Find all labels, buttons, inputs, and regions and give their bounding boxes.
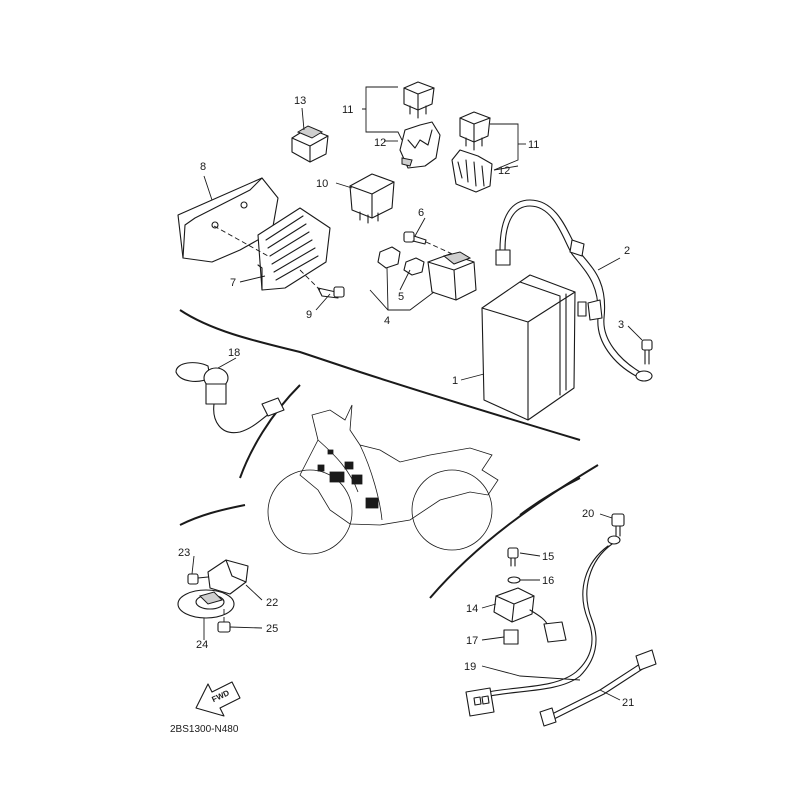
callout-7: 7 [230, 277, 236, 289]
diagram-code: 2BS1300-N480 [170, 724, 239, 735]
part-11-relay-b [459, 111, 491, 151]
callout-15: 15 [542, 551, 554, 563]
part-25-nut [217, 621, 231, 633]
callout-5: 5 [398, 291, 404, 303]
part-11-relay-a [403, 81, 435, 119]
callout-11a: 11 [342, 104, 353, 116]
callout-25: 25 [266, 623, 278, 635]
part-9-bolt [299, 269, 345, 299]
left-middle-divider [239, 384, 301, 479]
bike-body [299, 404, 499, 526]
callout-9: 9 [306, 309, 312, 321]
motorcycle-outline [267, 404, 499, 555]
callout-19: 19 [464, 661, 476, 673]
callout-17: 17 [466, 635, 478, 647]
part-15-screw [507, 547, 519, 559]
lower-left-divider [179, 504, 246, 526]
part-13-relay [291, 125, 329, 163]
part-12-relay-holder-b [451, 149, 493, 193]
part-14-17-sensor [493, 547, 567, 645]
callout-14: 14 [466, 603, 478, 615]
callout-16: 16 [542, 575, 554, 587]
part-22-25-horn [177, 559, 249, 633]
bike-fairing [317, 439, 383, 521]
right-middle-divider [519, 477, 581, 516]
bike-part-marker-4 [351, 474, 363, 485]
callout-11b: 11 [528, 139, 539, 151]
callout-23: 23 [178, 547, 190, 559]
bike-part-marker-6 [327, 449, 334, 455]
part-3-bolt [641, 339, 653, 365]
bike-part-marker-2 [329, 471, 345, 483]
callout-13: 13 [294, 95, 306, 107]
callout-10: 10 [316, 178, 328, 190]
callout-1: 1 [452, 375, 458, 387]
part-21-lead [539, 649, 657, 727]
part-20-bolt [607, 513, 625, 545]
callout-12b: 12 [498, 165, 510, 177]
callout-6: 6 [418, 207, 424, 219]
upper-divider [179, 309, 581, 441]
bike-part-marker-3 [344, 461, 354, 470]
callout-2: 2 [624, 245, 630, 257]
part-10-relay [349, 173, 395, 224]
part-19-harness [465, 543, 613, 717]
callout-12a: 12 [374, 137, 386, 149]
callouts: 1 2 3 4 5 6 7 8 9 10 11 11 12 12 13 14 1… [178, 95, 634, 709]
part-23-bolt [187, 573, 199, 585]
part-6-screw [403, 231, 471, 263]
part-16-washer [507, 576, 521, 584]
callout-3: 3 [618, 319, 624, 331]
section-dividers [179, 309, 599, 599]
callout-21: 21 [622, 697, 634, 709]
rear-wheel [411, 469, 493, 551]
front-wheel [267, 469, 353, 555]
callout-20: 20 [582, 508, 594, 520]
part-4-5-fuse-box [377, 246, 477, 301]
part-2-battery-cable [495, 199, 653, 382]
part-8-bracket [177, 177, 279, 263]
lower-right-divider [429, 464, 599, 599]
callout-4: 4 [384, 315, 390, 327]
part-12-relay-holder-a [399, 121, 441, 169]
callout-8: 8 [200, 161, 206, 173]
leader-lines [191, 86, 643, 701]
callout-22: 22 [266, 597, 278, 609]
callout-24: 24 [196, 639, 208, 651]
callout-18: 18 [228, 347, 240, 359]
bike-part-marker-5 [365, 497, 379, 509]
part-1-battery [481, 274, 587, 421]
part-17-collar [503, 629, 519, 645]
fwd-arrow-icon: FWD [195, 681, 241, 717]
bike-part-marker-1 [317, 464, 325, 472]
part-18-dc-jack [175, 362, 285, 434]
part-7-rectifier [213, 207, 331, 291]
